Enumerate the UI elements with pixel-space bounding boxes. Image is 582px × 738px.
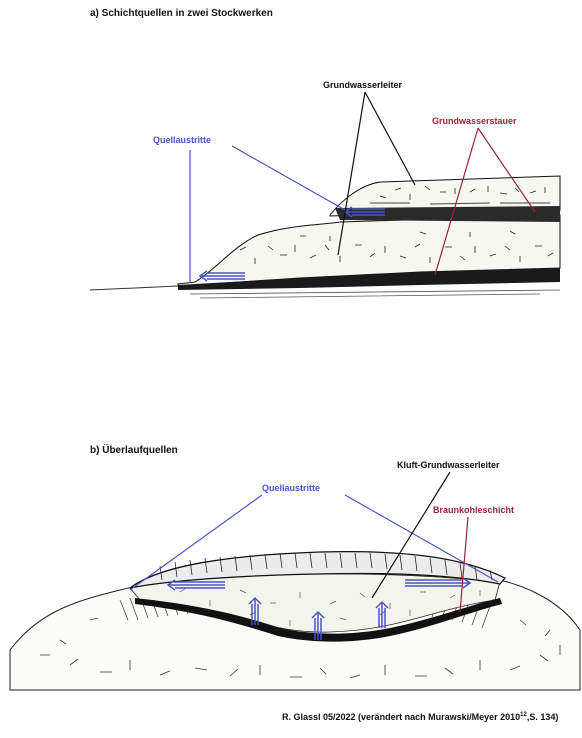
label-kluft-grundwasserleiter: Kluft-Grundwasserleiter xyxy=(397,460,500,470)
leader-kluft xyxy=(372,472,450,598)
credit-superscript: 12 xyxy=(520,712,527,718)
spring-arrow-left xyxy=(168,580,225,590)
section-b-title: b) Überlaufquellen xyxy=(90,445,178,456)
cap-rock xyxy=(130,552,505,588)
upwelling-arrows xyxy=(249,598,388,640)
credit-line: R. Glassl 05/2022 (verändert nach Muraws… xyxy=(282,712,558,722)
spring-arrow-upper xyxy=(345,207,385,217)
diagram-a xyxy=(0,0,582,360)
spring-arrow-right xyxy=(405,578,470,588)
lignite-layer xyxy=(135,598,502,642)
credit-text-after: ,S. 134) xyxy=(527,712,559,722)
kluft-hatching xyxy=(180,588,480,626)
cap-hatching xyxy=(160,553,492,580)
hill-ground xyxy=(10,570,580,690)
label-braunkohleschicht: Braunkohleschicht xyxy=(433,505,514,515)
ground-hatching xyxy=(40,618,560,678)
credit-text-before: R. Glassl 05/2022 (verändert nach Muraws… xyxy=(282,712,520,722)
label-quellaustritte-b: Quellaustritte xyxy=(262,483,320,493)
leader-braunkohle xyxy=(460,517,468,612)
kluft-aquifer xyxy=(130,574,500,632)
